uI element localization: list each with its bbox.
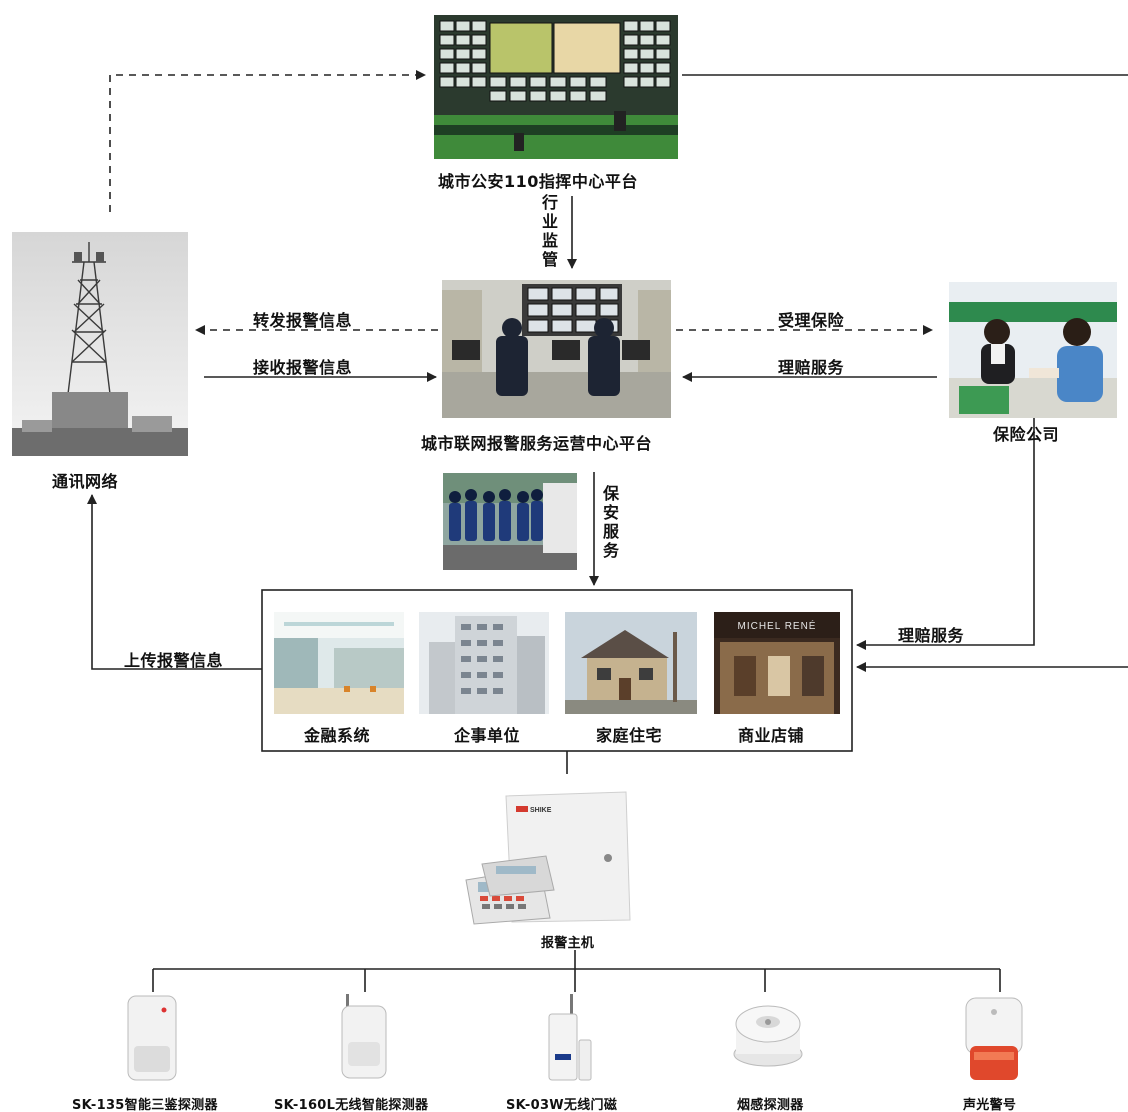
protected-sites-box [261, 589, 853, 752]
security-service-label-text: 保安服务 [602, 484, 619, 560]
device-label-sk03w: SK-03W无线门磁 [506, 1098, 618, 1112]
device-photo-sk160l [336, 994, 392, 1082]
security-guards-photo [443, 473, 577, 570]
security-service-label: 保安服务 [602, 484, 622, 560]
service-center-label: 城市联网报警服务运营中心平台 [421, 434, 653, 453]
supervision-label-text: 行业监管 [541, 193, 558, 269]
arrow-claims-bottom [856, 418, 1035, 650]
device-label-siren: 声光警号 [963, 1098, 1017, 1112]
site-label-finance: 金融系统 [304, 726, 371, 745]
alarm-host-photo: SHIKE [462, 790, 634, 930]
service-center-photo [442, 280, 671, 418]
device-label-smoke: 烟感探测器 [737, 1098, 804, 1112]
site-label-shop: 商业店铺 [738, 726, 805, 745]
device-label-sk135: SK-135智能三鉴探测器 [72, 1098, 218, 1112]
site-photo-shop: MICHEL RENÉ [714, 612, 840, 714]
tower-photo [12, 232, 188, 456]
device-photo-siren [962, 996, 1026, 1086]
shop-sign-text: MICHEL RENÉ [738, 619, 817, 632]
command-center-photo [434, 15, 678, 159]
device-photo-smoke [730, 1000, 806, 1070]
claims-service-bottom-label: 理赔服务 [898, 626, 965, 645]
device-bus [152, 950, 1001, 992]
claims-service-top-label: 理赔服务 [778, 358, 845, 377]
site-label-home: 家庭住宅 [596, 726, 663, 745]
site-photo-home [565, 612, 697, 714]
supervision-label: 行业监管 [541, 193, 561, 269]
device-label-sk160l: SK-160L无线智能探测器 [274, 1098, 429, 1112]
device-photo-sk135 [124, 994, 180, 1084]
alarm-host-label: 报警主机 [541, 936, 595, 951]
arrow-upload-alarm [87, 494, 262, 670]
brand-logo-text: SHIKE [530, 807, 552, 814]
site-photo-finance [274, 612, 404, 714]
insurance-photo [949, 282, 1117, 418]
accept-insurance-label: 受理保险 [778, 311, 845, 330]
comm-network-label: 通讯网络 [52, 472, 119, 491]
receive-alarm-label: 接收报警信息 [253, 358, 353, 377]
site-photo-enterprise [419, 612, 549, 714]
insurance-label: 保险公司 [993, 425, 1060, 444]
command-center-label: 城市公安110指挥中心平台 [438, 172, 638, 191]
dashed-link-tower-to-command [109, 70, 426, 212]
device-photo-sk03w [545, 994, 595, 1084]
forward-alarm-label: 转发报警信息 [253, 311, 353, 330]
upload-alarm-label: 上传报警信息 [124, 651, 224, 670]
site-label-enterprise: 企事单位 [454, 726, 521, 745]
